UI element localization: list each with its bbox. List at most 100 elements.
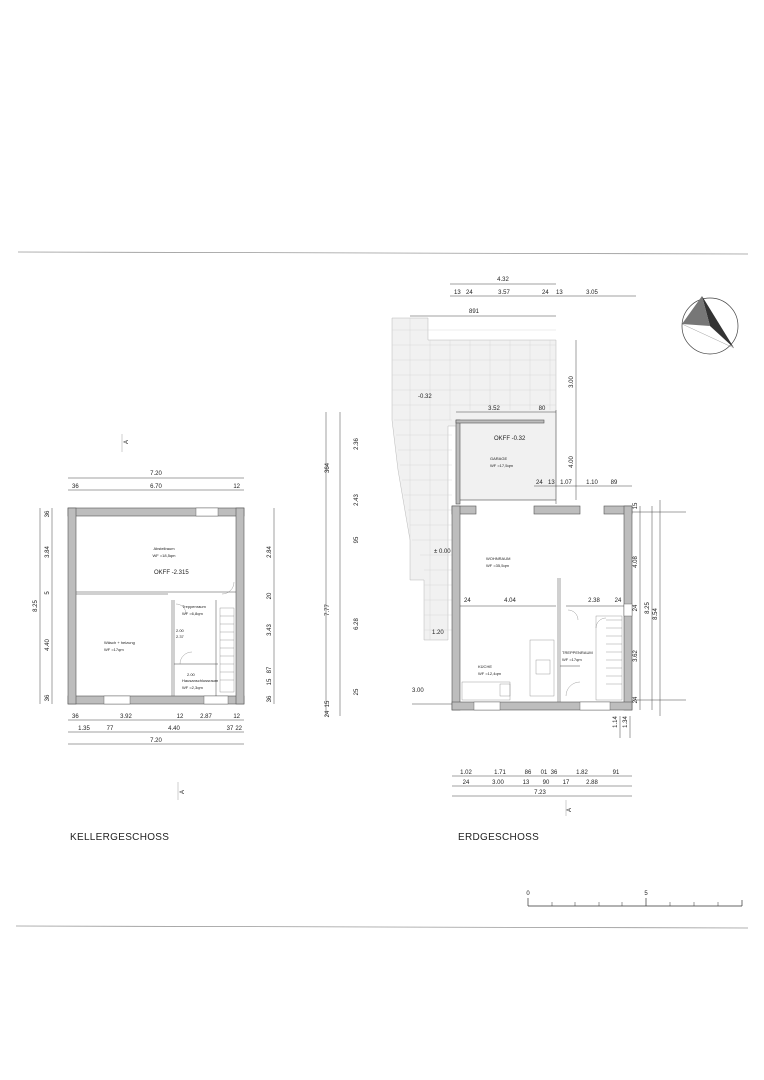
scale-bar: 0 5: [526, 891, 743, 907]
keller-right-dim-4: 87: [267, 666, 273, 673]
erd-room-kueche-area: WF =12,4qm: [478, 671, 502, 676]
keller-right-dim-1: 2.84: [267, 546, 273, 558]
erd-bottom-1-g: 91: [613, 770, 620, 776]
erd-top-2-f: 3.05: [586, 290, 598, 296]
erd-top-2-d: 24: [542, 290, 549, 296]
erd-bottom-2-a: 24: [463, 780, 470, 786]
keller-note-1: 2.00: [176, 628, 185, 633]
erd-bottom-1-c: 86: [525, 770, 532, 776]
erd-right-bottom-2: 1.34: [623, 716, 629, 728]
keller-left-dim-5: 36: [45, 694, 51, 701]
keller-bottom-2-a: 1.35: [78, 726, 90, 732]
keller-bottom-1-b: 3.92: [120, 714, 132, 720]
erd-top-2-a: 13: [454, 290, 461, 296]
erd-side-row-a: 24: [536, 480, 543, 486]
erd-left-col-3: 2.43: [354, 494, 360, 506]
erd-left-dim: 1.20: [432, 630, 444, 636]
erd-right-dim-1: 15: [633, 502, 639, 509]
erd-left-col-7: 25: [354, 688, 360, 695]
erd-level-zero: ± 0.00: [434, 549, 451, 555]
keller-top-dim-1: 36: [72, 484, 79, 490]
erd-bottom-2-c: 13: [523, 780, 530, 786]
keller-room-abstell-name: Abstellraum: [153, 546, 175, 551]
erd-terrace-paving: [391, 317, 557, 641]
erd-room-garage-name: GARAGE: [490, 456, 507, 461]
erd-bottom-1-e: 36: [551, 770, 558, 776]
keller-bottom-1-d: 2.87: [200, 714, 212, 720]
top-divider-line: [17, 251, 749, 255]
erd-inner-dim-1: 24: [464, 598, 471, 604]
erd-top-2-b: 24: [466, 290, 473, 296]
erd-right-dim-5: 24: [633, 696, 639, 703]
keller-room-wasch-area: WF =17qm: [104, 647, 124, 652]
keller-right-dim-5: 15: [267, 678, 273, 685]
keller-window-bottom2: [203, 695, 229, 705]
erd-inner-top-2: 80: [539, 406, 546, 412]
keller-room-hausanschluss-area: WF =2,3qm: [182, 685, 203, 690]
keller-room-treppen-name: Treppenraum: [182, 604, 207, 609]
keller-top-dim-2: 6.70: [150, 484, 162, 490]
erd-terrace-grid: [392, 318, 556, 640]
erd-inner-dim-3: 2.38: [588, 598, 600, 604]
erd-left-col-4: 95: [354, 536, 360, 543]
erd-inner-dim-2: 4.04: [504, 598, 516, 604]
erd-bottom-1-a: 1.02: [460, 770, 472, 776]
erd-window-right: [623, 603, 633, 617]
erd-bottom-1-f: 1.82: [576, 770, 588, 776]
keller-bottom-total: 7.20: [150, 738, 162, 744]
erd-inner-dim-4: 24: [615, 598, 622, 604]
erd-bottom-2-f: 2.88: [586, 780, 598, 786]
keller-room-treppen-area: WF =6,8qm: [182, 611, 203, 616]
keller-room-wasch-name: Wäsch + heizung: [104, 640, 135, 645]
bottom-divider-line: [15, 925, 749, 929]
keller-bottom-2-e: 22: [235, 726, 242, 732]
keller-left-total: 8.25: [33, 600, 39, 612]
keller-door-arc-3: [175, 603, 187, 615]
keller-right-dim-2: 20: [267, 592, 273, 599]
keller-note-2: 2.37: [176, 634, 185, 639]
erd-left-col-5: 7.77: [325, 604, 331, 616]
keller-top-total: 7.20: [150, 471, 162, 477]
keller-bottom-2-b: 77: [107, 726, 114, 732]
erd-left-col-2: 364: [325, 462, 331, 473]
title-kellergeschoss: KELLERGESCHOSS: [70, 832, 169, 843]
erd-bottom-1-b: 1.71: [494, 770, 506, 776]
erd-section-marker-bottom: A: [567, 808, 573, 812]
keller-note-3: 2.00: [187, 672, 196, 677]
erd-room-wohnen-name: WOHNRAUM: [486, 556, 510, 561]
erd-left-outer: 3.00: [412, 688, 424, 694]
erd-top-total: 4.32: [497, 277, 509, 283]
keller-window-bottom: [103, 695, 131, 705]
erd-wall-top-mid: [533, 505, 581, 515]
keller-left-dim-1: 36: [45, 510, 51, 517]
scale-label-five: 5: [644, 891, 648, 897]
keller-bottom-2-c: 4.40: [168, 726, 180, 732]
erd-side-300: 3.00: [569, 376, 575, 388]
erd-level-okff: OKFF -0.32: [494, 436, 526, 442]
keller-section-marker-top: A: [124, 440, 130, 444]
erd-side-400: 4.00: [569, 456, 575, 468]
scale-label-zero: 0: [526, 891, 530, 897]
erd-right-total-2: 8.54: [653, 608, 659, 620]
erd-room-garage-area: WF =17,5qm: [490, 463, 514, 468]
erd-left-col-9: 24: [325, 710, 331, 717]
keller-wall-right: [235, 507, 245, 705]
keller-left-dim-3: 5: [45, 591, 51, 595]
erd-kitchen-fixtures: [461, 639, 555, 701]
keller-left-dim-2: 3.84: [45, 546, 51, 558]
keller-stair: [219, 607, 235, 693]
keller-left-dim-4: 4.40: [45, 639, 51, 651]
erd-right-dim-2: 4.08: [633, 556, 639, 568]
erd-right-bottom-1: 1.14: [613, 716, 619, 728]
erd-right-total-1: 8.25: [645, 602, 651, 614]
keller-door-arc-1: [221, 581, 235, 595]
erdgeschoss-plan: -0.32 OKFF -0.32 ± 0.00 GARAGE WF =17,5q…: [325, 277, 686, 816]
erd-wall-bottom: [451, 701, 633, 711]
keller-right-dim-3: 3.43: [267, 624, 273, 636]
kellergeschoss-plan: Abstellraum WF =18,5qm OKFF -2.315 Wäsch…: [33, 434, 275, 800]
erd-room-treppen-area: WF =17qm: [562, 657, 582, 662]
keller-room-abstell-area: WF =18,5qm: [152, 553, 176, 558]
keller-room-hausanschluss-name: Hausanschlussraum: [182, 678, 219, 683]
erd-left-col-1: 2.36: [354, 438, 360, 450]
